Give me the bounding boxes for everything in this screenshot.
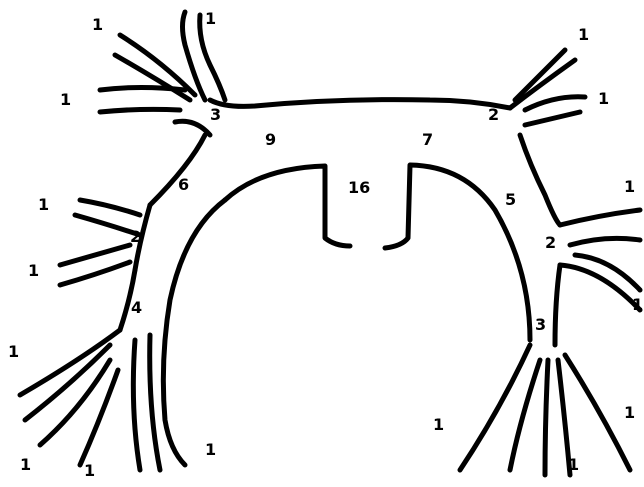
mid-left-tip-c (60, 245, 130, 265)
top-right-branch-down (520, 135, 560, 225)
label-tip-ml-2: 1 (28, 261, 39, 280)
label-right-node-top: 2 (488, 105, 499, 124)
bottom-right-tip-a (460, 345, 530, 470)
top-left-tip-d (100, 88, 185, 91)
label-tip-bl-1: 1 (8, 342, 19, 361)
label-right-lower-branch: 3 (535, 315, 546, 334)
top-right-tip-d (525, 112, 580, 125)
bottom-left-tip-d (80, 370, 118, 465)
label-tip-tl-3: 1 (60, 90, 71, 109)
label-tip-br-2: 1 (568, 455, 579, 474)
label-trunk-left: 9 (265, 130, 276, 149)
label-left-node-mid: 2 (130, 227, 141, 246)
label-left-node-top: 3 (210, 105, 221, 124)
mid-right-tip-a (560, 210, 640, 225)
label-tip-ml-1: 1 (38, 195, 49, 214)
mid-left-tip-d (60, 262, 130, 285)
label-tip-br-3: 1 (624, 403, 635, 422)
label-tip-mr-1: 1 (624, 177, 635, 196)
bottom-right-tip-e (565, 355, 630, 470)
label-tip-tl-1: 1 (92, 15, 103, 34)
top-right-tip-c (525, 97, 585, 110)
label-right-node-mid: 2 (545, 233, 556, 252)
label-tip-tl-2: 1 (205, 9, 216, 28)
trunk-inner-left (225, 166, 350, 246)
top-left-tip-c (100, 109, 180, 112)
label-tip-bl-4: 1 (205, 440, 216, 459)
label-left-lower-branch: 4 (131, 298, 142, 317)
label-right-mid-branch: 5 (505, 190, 516, 209)
bottom-left-tip-f (150, 335, 160, 470)
trunk-outline-top (210, 100, 510, 108)
top-left-tip-e (175, 121, 210, 135)
bottom-left-tip-e (133, 340, 140, 470)
trunk-outline-bottom (150, 135, 205, 205)
mid-right-tip-b (570, 238, 640, 245)
label-trunk-right: 7 (422, 130, 433, 149)
mid-right-stem (555, 265, 560, 345)
label-tip-bl-2: 1 (20, 455, 31, 474)
label-tip-mr-2: 1 (632, 295, 643, 314)
label-tip-br-1: 1 (433, 415, 444, 434)
label-stem-center: 16 (348, 178, 370, 197)
mid-left-tip-a (80, 200, 140, 215)
label-left-mid-branch: 6 (178, 175, 189, 194)
label-tip-tr-1: 1 (578, 25, 589, 44)
left-inner-arc (163, 200, 225, 465)
label-tip-bl-3: 1 (84, 461, 95, 480)
label-tip-tr-2: 1 (598, 89, 609, 108)
mid-right-tip-d (560, 265, 640, 310)
bottom-right-tip-c (545, 360, 548, 475)
